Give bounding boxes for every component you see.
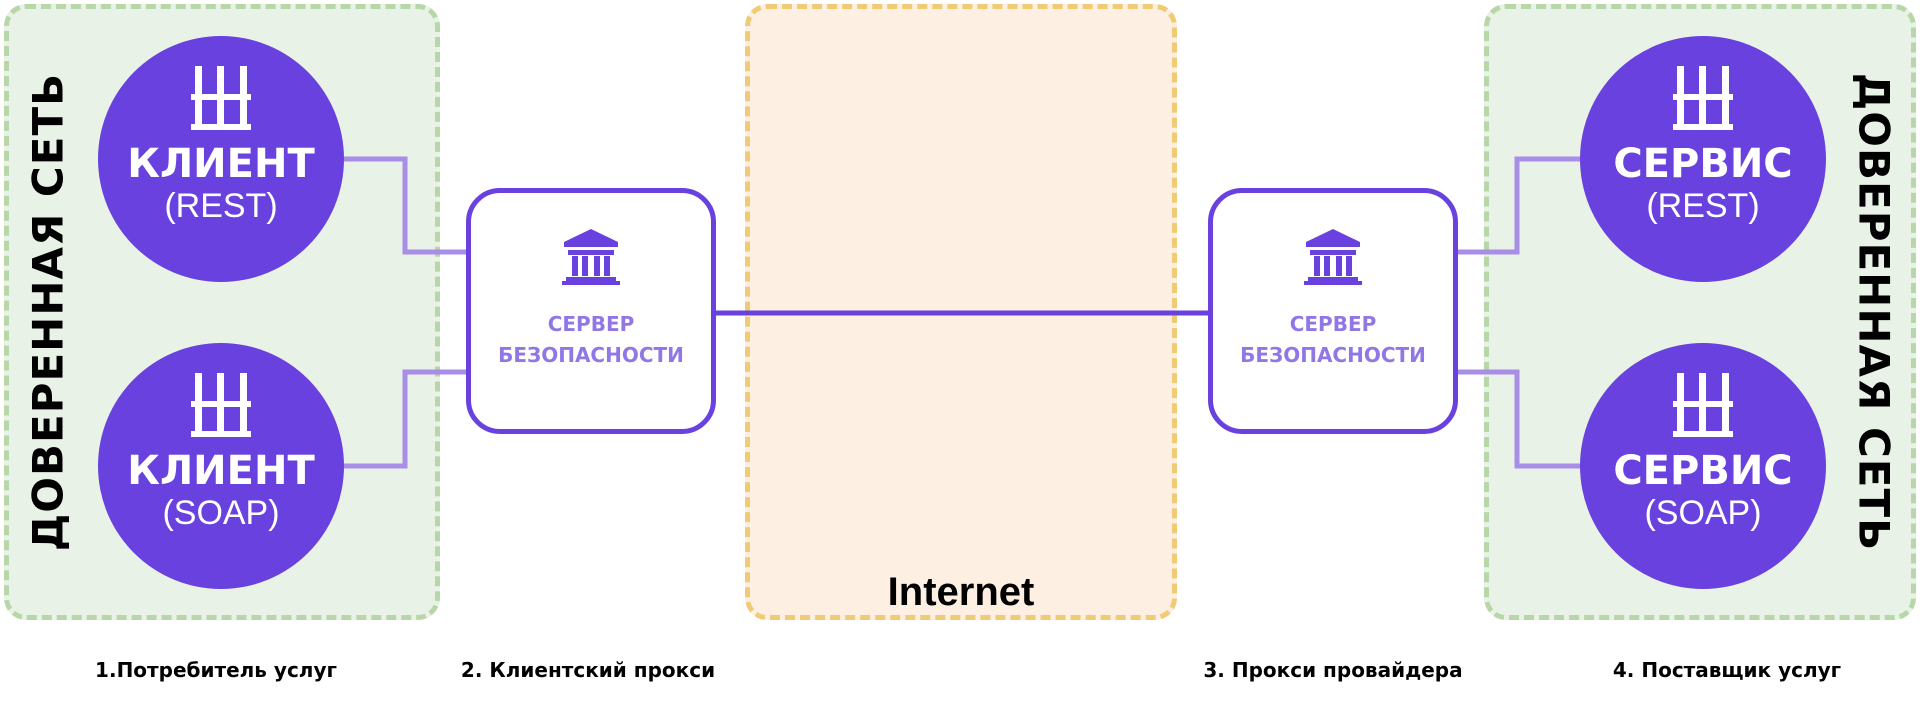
security-server-label-line2: БЕЗОПАСНОСТИ — [1240, 343, 1426, 367]
node-protocol: (REST) — [164, 187, 278, 225]
security-server-label: СЕРВЕР БЕЗОПАСНОСТИ — [471, 309, 711, 371]
internet-label: Internet — [887, 570, 1035, 614]
caption-client-proxy: 2. Клиентский прокси — [460, 658, 716, 682]
service-rest-node: СЕРВИС (REST) — [1580, 36, 1826, 282]
stacked-grid-icon — [191, 373, 251, 437]
stacked-grid-icon — [1673, 66, 1733, 130]
client-rest-node: КЛИЕНТ (REST) — [98, 36, 344, 282]
node-protocol: (SOAP) — [162, 494, 280, 532]
service-soap-node: СЕРВИС (SOAP) — [1580, 343, 1826, 589]
security-server-label-line2: БЕЗОПАСНОСТИ — [498, 343, 684, 367]
bank-building-icon — [1304, 229, 1362, 285]
node-protocol: (REST) — [1646, 187, 1760, 225]
caption-provider-proxy: 3. Прокси провайдера — [1203, 658, 1463, 682]
provider-security-server: СЕРВЕР БЕЗОПАСНОСТИ — [1208, 188, 1458, 434]
connector-client-soap — [344, 369, 470, 469]
security-server-label-line1: СЕРВЕР — [1289, 312, 1377, 336]
node-title: КЛИЕНТ — [127, 141, 315, 187]
caption-service-consumer: 1.Потребитель услуг — [95, 658, 337, 682]
client-security-server: СЕРВЕР БЕЗОПАСНОСТИ — [466, 188, 716, 434]
stacked-grid-icon — [1673, 373, 1733, 437]
security-server-label-line1: СЕРВЕР — [547, 312, 635, 336]
node-protocol: (SOAP) — [1644, 494, 1762, 532]
stacked-grid-icon — [191, 66, 251, 130]
bank-building-icon — [562, 229, 620, 285]
client-soap-node: КЛИЕНТ (SOAP) — [98, 343, 344, 589]
node-title: КЛИЕНТ — [127, 448, 315, 494]
node-title: СЕРВИС — [1613, 448, 1793, 494]
connector-service-rest — [1456, 156, 1582, 255]
connector-service-soap — [1456, 369, 1582, 469]
security-server-label: СЕРВЕР БЕЗОПАСНОСТИ — [1213, 309, 1453, 371]
caption-service-provider: 4. Поставщик услуг — [1612, 658, 1842, 682]
connector-client-rest — [344, 156, 470, 255]
node-title: СЕРВИС — [1613, 141, 1793, 187]
